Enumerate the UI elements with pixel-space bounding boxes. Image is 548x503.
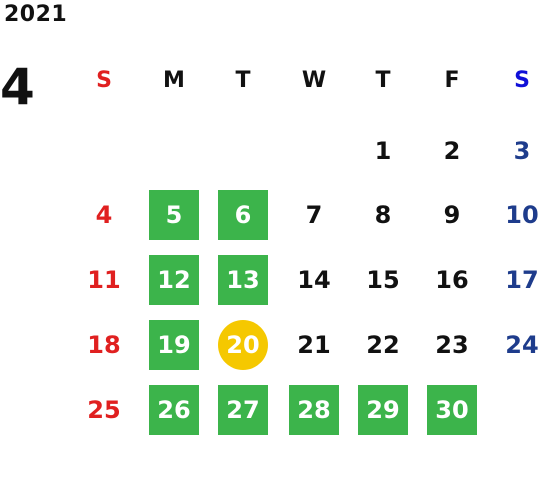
weekday-header-mon: M (163, 68, 185, 93)
day-cell-12[interactable]: 12 (149, 255, 199, 305)
day-cell-3[interactable]: 3 (513, 137, 531, 165)
day-cell-24[interactable]: 24 (505, 331, 539, 359)
day-cell-10[interactable]: 10 (505, 201, 539, 229)
month-label: 4 (0, 58, 35, 116)
day-cell-8[interactable]: 8 (374, 201, 392, 229)
day-cell-11[interactable]: 11 (87, 266, 121, 294)
day-cell-15[interactable]: 15 (366, 266, 400, 294)
weekday-header-fri: F (444, 68, 460, 93)
weekday-header-wed: W (301, 68, 327, 93)
day-cell-1[interactable]: 1 (374, 137, 392, 165)
day-cell-29[interactable]: 29 (358, 385, 408, 435)
day-cell-19[interactable]: 19 (149, 320, 199, 370)
weekday-header-sun: S (96, 68, 112, 93)
day-cell-26[interactable]: 26 (149, 385, 199, 435)
day-cell-17[interactable]: 17 (505, 266, 539, 294)
weekday-header-sat: S (514, 68, 530, 93)
day-cell-16[interactable]: 16 (435, 266, 469, 294)
day-cell-28[interactable]: 28 (289, 385, 339, 435)
day-cell-5[interactable]: 5 (149, 190, 199, 240)
day-cell-13[interactable]: 13 (218, 255, 268, 305)
day-cell-14[interactable]: 14 (297, 266, 331, 294)
day-cell-25[interactable]: 25 (87, 396, 121, 424)
day-cell-27[interactable]: 27 (218, 385, 268, 435)
day-cell-23[interactable]: 23 (435, 331, 469, 359)
day-cell-9[interactable]: 9 (443, 201, 461, 229)
day-cell-20[interactable]: 20 (218, 320, 268, 370)
day-cell-18[interactable]: 18 (87, 331, 121, 359)
day-cell-4[interactable]: 4 (95, 201, 113, 229)
year-label: 2021 (4, 2, 68, 27)
day-cell-30[interactable]: 30 (427, 385, 477, 435)
weekday-header-thu: T (375, 68, 391, 93)
day-cell-6[interactable]: 6 (218, 190, 268, 240)
day-cell-22[interactable]: 22 (366, 331, 400, 359)
day-cell-21[interactable]: 21 (297, 331, 331, 359)
day-cell-2[interactable]: 2 (443, 137, 461, 165)
day-cell-7[interactable]: 7 (305, 201, 323, 229)
weekday-header-tue: T (235, 68, 251, 93)
